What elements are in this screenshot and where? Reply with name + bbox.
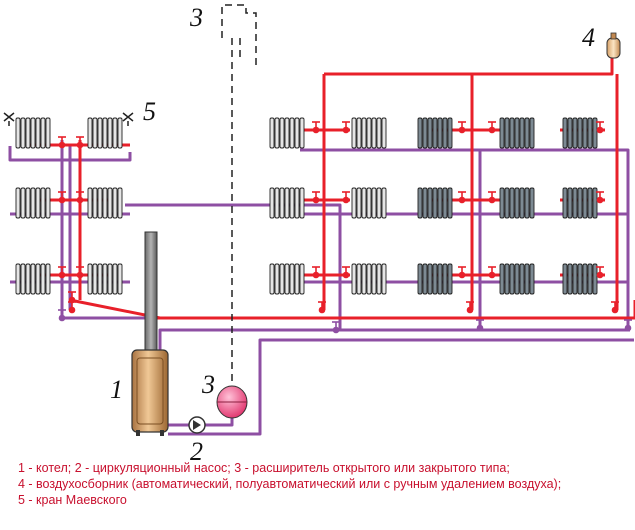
valve-icon [76, 266, 84, 279]
radiator-icon [417, 117, 453, 149]
valve-icon [342, 121, 350, 134]
callout-mayevsky-valve: 5 [143, 97, 156, 126]
valve-icon [488, 191, 496, 204]
valve-icon [342, 191, 350, 204]
supply-pipe-segment [153, 300, 635, 350]
return-pipe-segment [158, 328, 630, 352]
circulation-pump-icon [188, 416, 206, 434]
valve-icon [58, 191, 66, 204]
legend-line-2: 4 - воздухосборник (автоматический, полу… [18, 477, 562, 491]
radiator-icon [351, 117, 387, 149]
valve-icon [312, 191, 320, 204]
radiator-icon [417, 187, 453, 219]
radiator-icon [499, 117, 535, 149]
callout-air-collector: 4 [582, 23, 595, 52]
radiators [15, 117, 598, 295]
radiator-icon [269, 263, 305, 295]
supply-pipe-segment [324, 58, 614, 76]
legend-line-1: 1 - котел; 2 - циркуляционный насос; 3 -… [18, 461, 510, 475]
valve-icon [596, 121, 604, 134]
radiator-icon [499, 187, 535, 219]
radiator-icon [15, 187, 51, 219]
radiator-icon [562, 187, 598, 219]
valve-icon [611, 301, 619, 314]
callout-expansion-tank: 3 [201, 370, 215, 399]
valve-icon [596, 191, 604, 204]
radiator-icon [87, 187, 123, 219]
radiator-icon [15, 117, 51, 149]
valve-icon [76, 136, 84, 149]
expansion-tank-icon [216, 385, 248, 419]
radiator-icon [351, 263, 387, 295]
radiator-icon [87, 263, 123, 295]
valve-icon [596, 266, 604, 279]
callout-boiler: 1 [110, 375, 123, 404]
valves [3, 112, 632, 334]
valve-icon [58, 136, 66, 149]
valve-icon [342, 266, 350, 279]
return-pipe-segment [168, 338, 634, 436]
valve-icon [58, 266, 66, 279]
radiator-icon [562, 263, 598, 295]
valve-icon [458, 266, 466, 279]
air-collector-icon [606, 32, 621, 59]
return-pipe-segment [125, 203, 342, 330]
valve-icon [466, 301, 474, 314]
valve-icon [488, 266, 496, 279]
valve-icon [68, 301, 76, 314]
callout-pump: 2 [190, 437, 203, 466]
legend-line-3: 5 - кран Маевского [18, 493, 127, 507]
expansion-pipe-dashed [221, 4, 257, 390]
tank-pipe [205, 418, 234, 427]
radiator-icon [269, 117, 305, 149]
valve-icon [312, 266, 320, 279]
valve-icon [458, 121, 466, 134]
return-pipe-segment [8, 152, 132, 162]
return-pipe-segment [300, 148, 482, 330]
radiator-icon [15, 263, 51, 295]
valve-icon [76, 191, 84, 204]
radiator-icon [351, 187, 387, 219]
valve-icon [476, 319, 484, 332]
radiator-icon [417, 263, 453, 295]
mayevsky-valve-icon [3, 112, 15, 126]
legend: 1 - котел; 2 - циркуляционный насос; 3 -… [18, 460, 561, 508]
callout-expansion-tank-top: 3 [189, 3, 203, 32]
valve-icon [488, 121, 496, 134]
valve-icon [318, 301, 326, 314]
valve-icon [312, 121, 320, 134]
radiator-icon [87, 117, 123, 149]
radiator-icon [269, 187, 305, 219]
radiator-icon [562, 117, 598, 149]
radiator-icon [499, 263, 535, 295]
valve-icon [458, 191, 466, 204]
boiler-icon [131, 231, 169, 436]
return-pipe-segment [430, 148, 630, 330]
mayevsky-valve-icon [122, 112, 134, 126]
valve-icon [332, 321, 340, 334]
valve-icon [58, 309, 66, 322]
valve-icon [624, 319, 632, 332]
